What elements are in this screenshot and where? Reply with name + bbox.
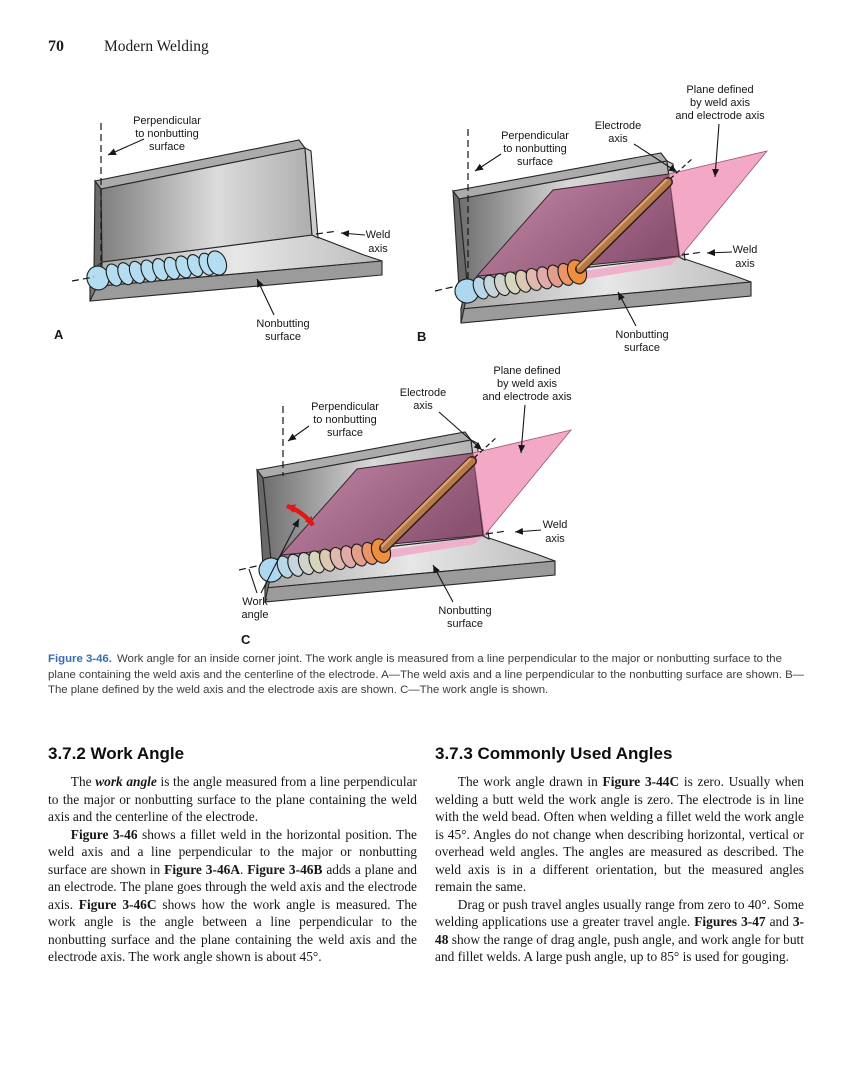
svg-text:surface: surface xyxy=(447,618,483,630)
svg-text:axis: axis xyxy=(735,258,755,270)
label-electrode-axis: Electrode axis xyxy=(595,120,678,173)
diagram-a: Perpendicular to nonbutting surface Weld… xyxy=(54,115,391,343)
label-plane: Plane defined by weld axis and electrode… xyxy=(482,365,572,454)
svg-text:angle: angle xyxy=(242,609,269,621)
weld-axis-dashes xyxy=(681,251,704,256)
svg-text:to nonbutting: to nonbutting xyxy=(503,143,567,155)
plane-extension xyxy=(668,150,769,258)
paragraph: The work angle drawn in Figure 3-44C is … xyxy=(435,774,804,894)
svg-text:surface: surface xyxy=(624,342,660,354)
paragraph: Figure 3-46 shows a fillet weld in the h… xyxy=(48,826,417,965)
paragraph: The work angle is the angle measured fro… xyxy=(48,774,417,824)
figure-caption: Figure 3-46.Work angle for an inside cor… xyxy=(48,652,812,699)
page-header: 70 Modern Welding xyxy=(48,38,209,56)
weld-bead xyxy=(86,250,228,291)
svg-text:Plane defined: Plane defined xyxy=(686,84,753,96)
label-nonbutting-surface: Nonbutting surface xyxy=(615,291,669,354)
svg-text:to nonbutting: to nonbutting xyxy=(135,128,199,140)
svg-text:Plane defined: Plane defined xyxy=(493,365,560,377)
svg-text:and electrode axis: and electrode axis xyxy=(675,110,765,122)
svg-text:Weld: Weld xyxy=(543,519,568,531)
work-angle-arc xyxy=(286,503,315,527)
label-plane: Plane defined by weld axis and electrode… xyxy=(675,84,765,178)
svg-text:by weld axis: by weld axis xyxy=(690,97,750,109)
label-weld-axis: Weld axis xyxy=(514,519,568,545)
label-perpendicular: Perpendicular to nonbutting surface xyxy=(287,401,379,442)
figure-caption-text: Work angle for an inside corner joint. T… xyxy=(48,653,805,697)
book-title: Modern Welding xyxy=(104,38,209,55)
svg-text:Weld: Weld xyxy=(366,229,391,241)
page-number: 70 xyxy=(48,38,64,55)
label-work-angle: Work angle xyxy=(242,518,300,621)
svg-text:Perpendicular: Perpendicular xyxy=(133,115,201,127)
weld-axis-dashes-left xyxy=(71,276,95,282)
svg-text:and electrode axis: and electrode axis xyxy=(482,391,572,403)
weld-axis-dashes xyxy=(315,230,339,235)
svg-text:axis: axis xyxy=(413,400,433,412)
label-perpendicular: Perpendicular to nonbutting surface xyxy=(107,115,201,156)
svg-text:axis: axis xyxy=(368,243,388,255)
svg-text:Perpendicular: Perpendicular xyxy=(311,401,379,413)
svg-text:Perpendicular: Perpendicular xyxy=(501,130,569,142)
plane-sliver xyxy=(577,257,679,279)
svg-text:axis: axis xyxy=(608,133,628,145)
svg-text:surface: surface xyxy=(149,141,185,153)
section-heading-372: 3.7.2 Work Angle xyxy=(48,744,185,763)
svg-text:to nonbutting: to nonbutting xyxy=(313,414,377,426)
column-left: 3.7.2 Work Angle The work angle is the a… xyxy=(48,744,417,966)
electrode-axis-dashes xyxy=(473,436,498,459)
label-weld-axis: Weld axis xyxy=(706,244,758,270)
diagram-c: Perpendicular to nonbutting surface Elec… xyxy=(238,365,573,647)
vertical-plate xyxy=(93,139,319,271)
diagram-letter-a: A xyxy=(54,327,64,342)
label-weld-axis: Weld axis xyxy=(340,229,391,255)
diagram-letter-b: B xyxy=(417,329,426,344)
joint-c xyxy=(238,429,573,603)
plane-sliver xyxy=(381,536,483,558)
weld-axis-dashes-left xyxy=(434,285,458,292)
svg-text:surface: surface xyxy=(327,427,363,439)
svg-text:by weld axis: by weld axis xyxy=(497,378,557,390)
svg-text:surface: surface xyxy=(265,331,301,343)
weld-axis-dashes-left xyxy=(238,564,262,571)
section-heading-373: 3.7.3 Commonly Used Angles xyxy=(435,744,673,763)
label-perpendicular: Perpendicular to nonbutting surface xyxy=(474,130,569,172)
svg-text:Nonbutting: Nonbutting xyxy=(438,605,491,617)
electrode xyxy=(575,177,673,274)
diagram-b: Perpendicular to nonbutting surface Elec… xyxy=(417,84,769,354)
joint-b xyxy=(434,150,769,324)
svg-text:Weld: Weld xyxy=(733,244,758,256)
svg-text:Electrode: Electrode xyxy=(595,120,641,132)
text-columns: 3.7.2 Work Angle The work angle is the a… xyxy=(48,744,804,966)
label-nonbutting-surface: Nonbutting surface xyxy=(432,564,492,630)
electrode-axis-dashes xyxy=(669,157,694,180)
diagram-letter-c: C xyxy=(241,632,251,647)
label-electrode-axis: Electrode axis xyxy=(400,387,483,451)
svg-text:axis: axis xyxy=(545,533,565,545)
weld-bead xyxy=(454,259,588,304)
svg-text:Nonbutting: Nonbutting xyxy=(256,318,309,330)
electrode xyxy=(379,456,477,553)
figure-caption-label: Figure 3-46. xyxy=(48,653,112,665)
label-nonbutting-surface: Nonbutting surface xyxy=(256,278,310,343)
column-right: 3.7.3 Commonly Used Angles The work angl… xyxy=(435,744,804,966)
paragraph: Drag or push travel angles usually range… xyxy=(435,896,804,965)
svg-text:Nonbutting: Nonbutting xyxy=(615,329,668,341)
weld-axis-dashes xyxy=(485,530,508,535)
svg-text:Electrode: Electrode xyxy=(400,387,446,399)
svg-text:surface: surface xyxy=(517,156,553,168)
svg-text:Work: Work xyxy=(242,596,268,608)
